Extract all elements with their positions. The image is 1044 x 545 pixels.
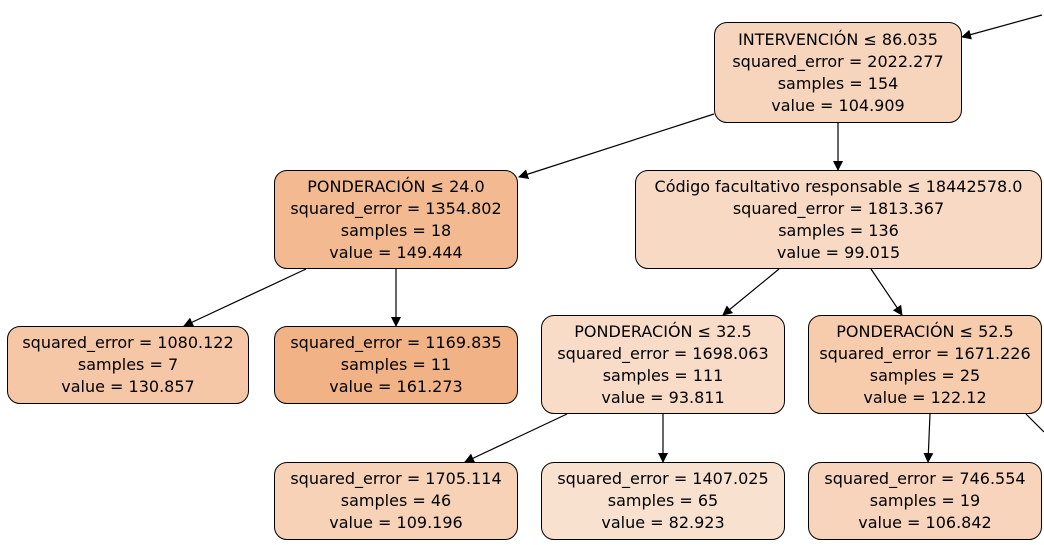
- node-value-label: value = 109.196: [329, 513, 463, 532]
- node-samples-label: samples = 65: [607, 491, 719, 510]
- node-error-label: squared_error = 746.554: [824, 469, 1026, 488]
- tree-node-leaf-value-109: squared_error = 1705.114 samples = 46 va…: [274, 462, 518, 540]
- node-error-label: squared_error = 1705.114: [290, 469, 502, 488]
- node-value-label: value = 106.842: [858, 513, 992, 532]
- edge-far-to-offscreen: [1025, 413, 1044, 433]
- node-samples-label: samples = 18: [340, 220, 452, 240]
- node-samples-label: samples = 154: [777, 73, 899, 93]
- node-error-label: squared_error = 1813.367: [732, 198, 945, 218]
- node-split-label: PONDERACIÓN ≤ 32.5: [574, 321, 752, 341]
- node-error-label: squared_error = 1169.835: [290, 333, 502, 352]
- node-error-label: squared_error = 1080.122: [22, 333, 234, 352]
- node-value-label: value = 130.857: [61, 377, 195, 396]
- node-samples-label: samples = 25: [869, 365, 981, 385]
- node-samples-label: samples = 111: [602, 365, 724, 385]
- node-value-label: value = 93.811: [601, 387, 725, 407]
- tree-node-leaf-value-106: squared_error = 746.554 samples = 19 val…: [808, 462, 1042, 540]
- tree-node-leaf-value-82: squared_error = 1407.025 samples = 65 va…: [541, 462, 785, 540]
- node-samples-label: samples = 136: [778, 220, 899, 240]
- edge-right-to-mid: [722, 268, 780, 316]
- node-samples-label: samples = 19: [869, 491, 981, 510]
- node-split-label: PONDERACIÓN ≤ 52.5: [836, 321, 1014, 341]
- node-samples-label: samples = 11: [340, 355, 452, 374]
- edge-mid-to-leaf-a: [464, 413, 568, 463]
- node-error-label: squared_error = 1354.802: [290, 198, 502, 218]
- node-value-label: value = 122.12: [863, 387, 987, 407]
- tree-node-codigo-facultativo: Código facultativo responsable ≤ 1844257…: [635, 170, 1042, 269]
- tree-node-root: INTERVENCIÓN ≤ 86.035 squared_error = 20…: [714, 22, 962, 123]
- node-samples-label: samples = 7: [77, 355, 179, 374]
- edge-left-to-leaf-a: [183, 268, 307, 327]
- node-value-label: value = 149.444: [329, 242, 463, 262]
- tree-node-ponderacion-32: PONDERACIÓN ≤ 32.5 squared_error = 1698.…: [541, 315, 785, 414]
- node-error-label: squared_error = 2022.277: [732, 51, 944, 71]
- node-value-label: value = 99.015: [776, 242, 901, 262]
- node-split-label: Código facultativo responsable ≤ 1844257…: [654, 176, 1023, 196]
- node-value-label: value = 82.923: [601, 513, 725, 532]
- tree-node-leaf-value-161: squared_error = 1169.835 samples = 11 va…: [274, 326, 518, 404]
- node-split-label: INTERVENCIÓN ≤ 86.035: [738, 29, 938, 49]
- edge-root-to-left: [518, 113, 715, 179]
- edge-far-to-leaf: [923, 413, 934, 463]
- tree-node-ponderacion-52: PONDERACIÓN ≤ 52.5 squared_error = 1671.…: [808, 315, 1042, 414]
- tree-node-ponderacion-24: PONDERACIÓN ≤ 24.0 squared_error = 1354.…: [274, 170, 518, 269]
- tree-node-leaf-value-130: squared_error = 1080.122 samples = 7 val…: [7, 326, 249, 404]
- node-value-label: value = 161.273: [329, 377, 463, 396]
- node-samples-label: samples = 46: [340, 491, 452, 510]
- edge-parent-to-root: [961, 14, 1043, 40]
- node-error-label: squared_error = 1671.226: [819, 343, 1031, 363]
- node-split-label: PONDERACIÓN ≤ 24.0: [307, 176, 485, 196]
- node-value-label: value = 104.909: [771, 95, 905, 115]
- node-error-label: squared_error = 1407.025: [557, 469, 769, 488]
- edge-right-to-far: [870, 268, 903, 316]
- node-error-label: squared_error = 1698.063: [557, 343, 769, 363]
